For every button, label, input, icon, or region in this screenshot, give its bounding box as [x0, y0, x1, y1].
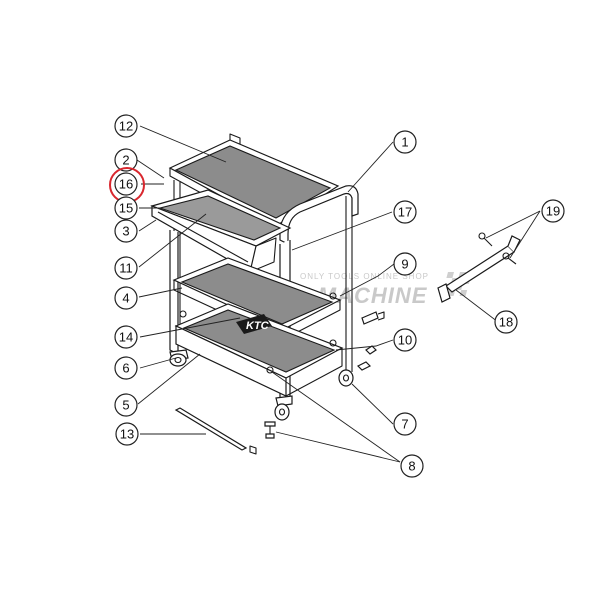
- callout-5-label: 5: [122, 398, 129, 413]
- callout-7-label: 7: [401, 417, 408, 432]
- caster-rear-right: [338, 369, 354, 387]
- part-9-bolt: [361, 311, 385, 325]
- top-tray-mat: [174, 145, 332, 219]
- callout-11-label: 11: [119, 261, 133, 276]
- callout-3-label: 3: [122, 224, 129, 239]
- callout-2-label: 2: [122, 153, 129, 168]
- callout-6-label: 6: [122, 361, 129, 376]
- caster-front-right: [274, 395, 293, 421]
- leader-lines: [136, 125, 541, 463]
- callout-5: 5: [114, 393, 138, 417]
- callout-8-label: 8: [408, 459, 415, 474]
- callout-19-label: 19: [546, 204, 560, 219]
- callout-9-label: 9: [401, 257, 408, 272]
- callout-17-label: 17: [398, 205, 412, 220]
- callout-11: 11: [114, 256, 138, 280]
- caster-front-left: [169, 349, 189, 367]
- callout-15: 15: [114, 196, 138, 220]
- callout-10-label: 10: [398, 333, 412, 348]
- part-13-bar: [174, 407, 257, 455]
- callout-6: 6: [114, 356, 138, 380]
- callout-15-label: 15: [119, 201, 133, 216]
- callout-18-label: 18: [499, 315, 513, 330]
- callouts: 12 2 16 15 3 11 4 14: [109, 114, 565, 478]
- callout-10: 10: [393, 328, 417, 352]
- push-handle: [279, 185, 359, 245]
- part-10-nut: [356, 345, 377, 371]
- part-19-screws: [478, 232, 517, 265]
- callout-13: 13: [115, 422, 139, 446]
- drawer-mat: [158, 195, 282, 241]
- callout-1-label: 1: [401, 135, 408, 150]
- callout-9: 9: [393, 252, 417, 276]
- callout-19: 19: [541, 199, 565, 223]
- callout-12-label: 12: [119, 119, 133, 134]
- callout-4-label: 4: [122, 291, 129, 306]
- brand-plate: KTC: [236, 314, 272, 334]
- part-8-screw: [264, 421, 276, 439]
- callout-12: 12: [114, 114, 138, 138]
- callout-18: 18: [494, 310, 518, 334]
- callout-14: 14: [114, 325, 138, 349]
- callout-17: 17: [393, 200, 417, 224]
- callout-13-label: 13: [120, 427, 134, 442]
- bottom-shelf-mat: [182, 309, 336, 373]
- brand-label: KTC: [246, 320, 270, 332]
- callout-2: 2: [114, 148, 138, 172]
- callout-14-label: 14: [119, 330, 133, 345]
- callout-8: 8: [400, 454, 424, 478]
- callout-3: 3: [114, 219, 138, 243]
- watermark-sub: ONLY TOOLS ONLINE SHOP: [300, 272, 429, 281]
- callout-16: 16: [109, 167, 145, 203]
- middle-shelf-mat: [180, 263, 334, 325]
- callout-7: 7: [393, 412, 417, 436]
- tool-cart: KTC: [150, 133, 359, 421]
- callout-16-label: 16: [119, 177, 133, 192]
- brand-plate-bg: [236, 314, 272, 334]
- callout-1: 1: [393, 130, 417, 154]
- callout-4: 4: [114, 286, 138, 310]
